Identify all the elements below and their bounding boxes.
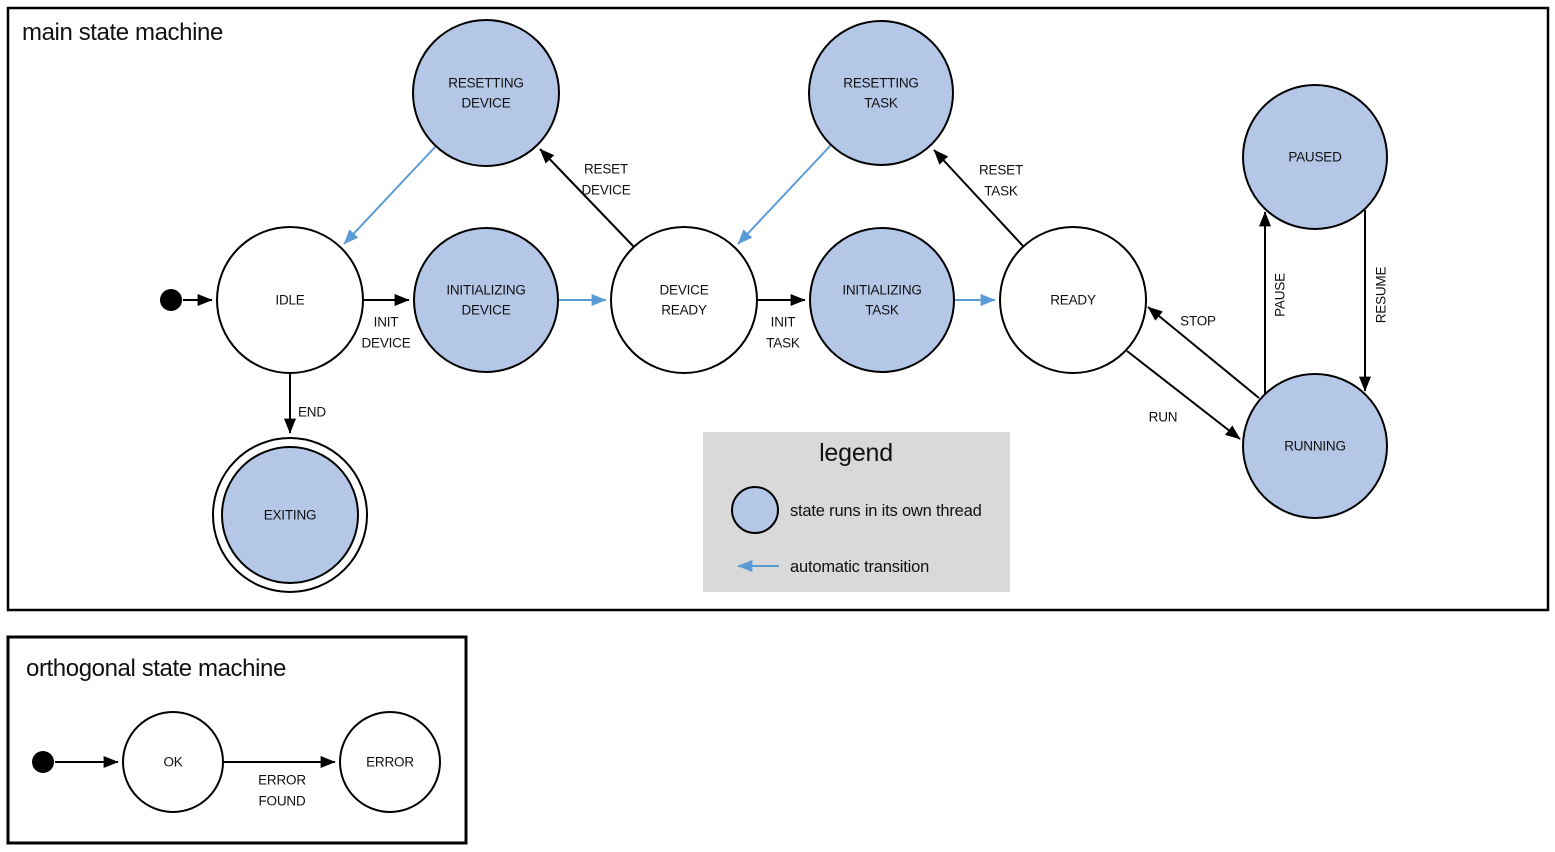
state-circle: [339, 711, 441, 813]
transition-label: RESET: [979, 163, 1023, 178]
state-paused: PAUSED: [1242, 84, 1388, 230]
transition-start-idle: [160, 289, 213, 311]
state-circle: [1242, 84, 1388, 230]
transition-label: RESUME: [1374, 267, 1389, 324]
transition-end: END: [284, 373, 327, 434]
state-label: TASK: [865, 303, 899, 318]
main-state-machine: main state machine INIT DEVICE RESET DEV…: [6, 6, 1550, 612]
transition-label: RUN: [1149, 410, 1178, 425]
auto-transition-resetting-task-to-device-ready: [737, 144, 832, 245]
transition-stop: STOP: [1147, 306, 1260, 399]
state-initializing-device: INITIALIZING DEVICE: [413, 227, 559, 373]
transition-label: FOUND: [259, 794, 306, 809]
state-circle: [122, 711, 224, 813]
orthogonal-title: orthogonal state machine: [26, 655, 286, 682]
legend: legend state runs in its own thread auto…: [703, 432, 1010, 592]
initial-state-marker: [160, 289, 182, 311]
state-circle: [412, 19, 560, 167]
transition-init-device: INIT DEVICE: [361, 294, 411, 351]
orthogonal-state-machine: orthogonal state machine ERROR FOUND OK …: [6, 635, 468, 845]
transition-label: STOP: [1180, 314, 1216, 329]
transition-label: INIT: [374, 315, 399, 330]
state-device-ready: DEVICE READY: [610, 226, 758, 374]
legend-title: legend: [819, 439, 893, 467]
state-circle: [610, 226, 758, 374]
state-label: DEVICE: [659, 283, 708, 298]
state-circle: [216, 226, 364, 374]
transition-pause: PAUSE: [1259, 211, 1288, 394]
state-label: ERROR: [366, 755, 414, 770]
state-ok: OK: [122, 711, 224, 813]
state-label: RUNNING: [1284, 439, 1346, 454]
state-label: INITIALIZING: [446, 283, 525, 298]
transition-label: PAUSE: [1273, 273, 1288, 317]
transition-label: TASK: [984, 184, 1018, 199]
state-resetting-device: RESETTING DEVICE: [412, 19, 560, 167]
state-label: READY: [661, 303, 707, 318]
auto-transition-resetting-device-to-idle: [343, 145, 437, 245]
state-label: PAUSED: [1288, 150, 1342, 165]
transition-arrow: [1147, 306, 1260, 399]
transition-arrow: [1126, 350, 1241, 440]
main-title: main state machine: [22, 19, 223, 46]
transition-arrow: [933, 149, 1024, 247]
state-exiting-final: EXITING: [212, 437, 368, 593]
transition-arrow: [539, 148, 635, 248]
state-label: TASK: [864, 96, 898, 111]
state-error: ERROR: [339, 711, 441, 813]
transition-label: DEVICE: [361, 336, 410, 351]
initial-state-marker: [32, 751, 54, 773]
transition-error-found: ERROR FOUND: [224, 756, 336, 809]
state-label: READY: [1050, 293, 1096, 308]
state-resetting-task: RESETTING TASK: [808, 20, 954, 166]
transition-reset-device: RESET DEVICE: [539, 148, 635, 248]
transition-label: DEVICE: [581, 183, 630, 198]
state-circle: [221, 446, 359, 584]
transition-run: RUN: [1126, 350, 1241, 440]
state-ready: READY: [999, 226, 1147, 374]
legend-item-label: state runs in its own thread: [790, 502, 982, 520]
main-frame: [6, 6, 1550, 612]
state-circle: [999, 226, 1147, 374]
state-label: OK: [163, 755, 182, 770]
legend-item-label: automatic transition: [790, 558, 929, 576]
automatic-transition-arrow: [737, 144, 832, 245]
transition-label: ERROR: [258, 773, 306, 788]
transition-init-task: INIT TASK: [757, 294, 806, 351]
transition-resume: RESUME: [1359, 210, 1389, 392]
state-running: RUNNING: [1242, 373, 1388, 519]
state-label: DEVICE: [461, 96, 510, 111]
transition-label: RESET: [584, 162, 628, 177]
orthogonal-frame: [6, 635, 468, 845]
thread-state-circle-symbol: [731, 486, 779, 534]
state-label: RESETTING: [448, 76, 523, 91]
state-label: DEVICE: [461, 303, 510, 318]
state-circle: [808, 20, 954, 166]
automatic-transition-arrow: [343, 145, 437, 245]
state-label: INITIALIZING: [842, 283, 921, 298]
state-circle: [413, 227, 559, 373]
state-idle: IDLE: [216, 226, 364, 374]
state-initializing-task: INITIALIZING TASK: [809, 227, 955, 373]
transition-start-ok: [32, 751, 119, 773]
state-label: RESETTING: [843, 76, 918, 91]
transition-label: INIT: [771, 315, 796, 330]
transition-reset-task: RESET TASK: [933, 149, 1024, 247]
state-label: IDLE: [275, 293, 304, 308]
state-circle: [1242, 373, 1388, 519]
state-circle: [809, 227, 955, 373]
transition-label: TASK: [766, 336, 800, 351]
state-label: EXITING: [264, 508, 317, 523]
transition-label: END: [298, 405, 326, 420]
